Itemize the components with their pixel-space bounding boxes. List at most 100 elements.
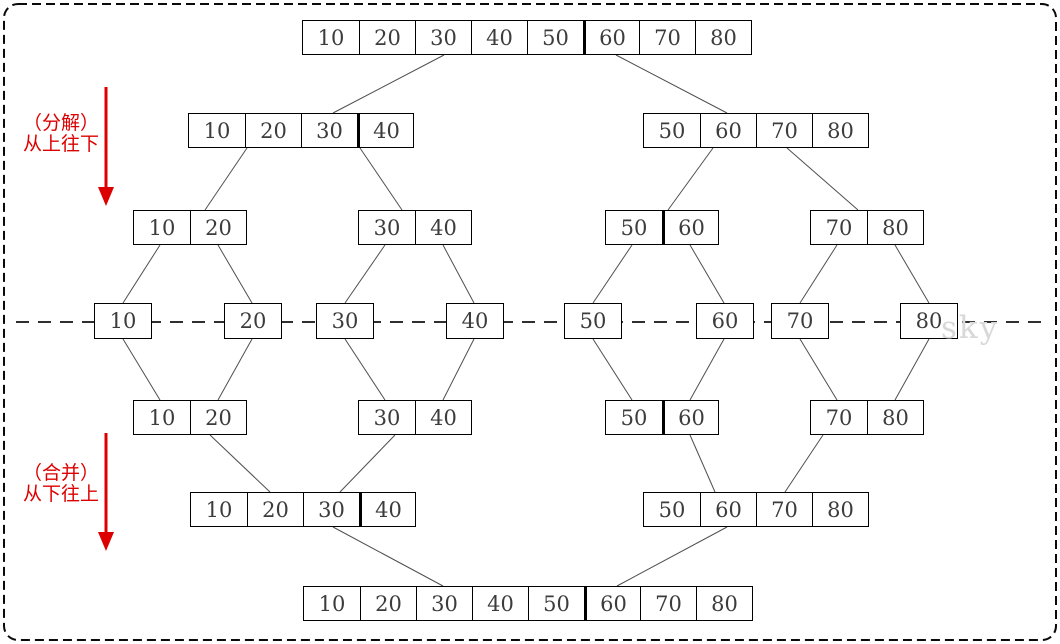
array-pair-30-40-lower: 30 40 bbox=[358, 400, 472, 435]
array-cell-70: 70 bbox=[640, 587, 696, 620]
connector-line bbox=[689, 434, 716, 493]
array-pair-70-80-lower: 70 80 bbox=[810, 400, 924, 435]
array-cell-10: 10 bbox=[148, 215, 176, 240]
divide-direction-arrow bbox=[98, 87, 114, 206]
array-cell-60: 60 bbox=[662, 211, 718, 244]
array-cell-10: 10 bbox=[109, 309, 137, 333]
watermark: sky bbox=[941, 310, 1000, 346]
connector-line bbox=[689, 338, 725, 401]
array-cell-80: 80 bbox=[867, 211, 923, 244]
array-cell-10: 10 bbox=[205, 497, 233, 522]
array-cell-40: 40 bbox=[415, 401, 471, 434]
array-pair-50-60-lower: 50 60 bbox=[605, 400, 719, 435]
connector-line bbox=[442, 338, 475, 401]
connector-line bbox=[339, 434, 396, 493]
connector-line bbox=[894, 338, 930, 401]
connector-line bbox=[209, 434, 271, 493]
array-pair-10-20-lower: 10 20 bbox=[133, 400, 247, 435]
array-cell-20: 20 bbox=[239, 309, 267, 333]
array-cell-20: 20 bbox=[190, 401, 246, 434]
array-cell-10: 10 bbox=[318, 591, 346, 616]
array-cell-80: 80 bbox=[867, 401, 923, 434]
element-80: 80 bbox=[900, 303, 958, 339]
array-cell-70: 70 bbox=[639, 21, 695, 54]
array-cell-40: 40 bbox=[415, 211, 471, 244]
array-cell-50: 50 bbox=[620, 405, 648, 430]
array-cell-40: 40 bbox=[359, 493, 415, 526]
array-cell-30: 30 bbox=[303, 493, 359, 526]
array-pair-10-20-upper: 10 20 bbox=[133, 210, 247, 245]
array-cell-60: 60 bbox=[583, 21, 639, 54]
connector-line bbox=[344, 338, 386, 401]
array-cell-50: 50 bbox=[579, 309, 607, 333]
array-cell-20: 20 bbox=[360, 587, 416, 620]
divide-annotation-line1: （分解） bbox=[22, 112, 99, 134]
array-cell-20: 20 bbox=[247, 493, 303, 526]
array-cell-70: 70 bbox=[786, 309, 814, 333]
array-pair-50-60-upper: 50 60 bbox=[605, 210, 719, 245]
array-cell-60: 60 bbox=[662, 401, 718, 434]
array-cell-80: 80 bbox=[695, 21, 751, 54]
array-cell-10: 10 bbox=[317, 25, 345, 50]
array-cell-30: 30 bbox=[331, 309, 359, 333]
connector-line bbox=[689, 244, 725, 304]
array-cell-80: 80 bbox=[812, 114, 868, 147]
element-20: 20 bbox=[224, 303, 282, 339]
array-cell-50: 50 bbox=[528, 587, 584, 620]
connector-line bbox=[799, 244, 838, 304]
array-cell-10: 10 bbox=[148, 405, 176, 430]
array-cell-70: 70 bbox=[756, 493, 812, 526]
connector-line bbox=[592, 244, 633, 304]
array-cell-80: 80 bbox=[812, 493, 868, 526]
array-cell-60: 60 bbox=[711, 309, 739, 333]
dashed-border bbox=[3, 3, 1057, 641]
divide-annotation-line2: 从上往下 bbox=[22, 133, 99, 155]
array-cell-40: 40 bbox=[471, 21, 527, 54]
array-cell-30: 30 bbox=[301, 114, 357, 147]
connector-line bbox=[894, 244, 930, 304]
element-40: 40 bbox=[446, 303, 504, 339]
array-cell-70: 70 bbox=[756, 114, 812, 147]
array-cell-30: 30 bbox=[415, 21, 471, 54]
array-cell-20: 20 bbox=[359, 21, 415, 54]
array-cell-70: 70 bbox=[825, 405, 853, 430]
connector-line bbox=[204, 147, 248, 211]
array-cell-20: 20 bbox=[190, 211, 246, 244]
element-50: 50 bbox=[564, 303, 622, 339]
connector-line bbox=[442, 244, 475, 304]
connector-line bbox=[332, 526, 444, 587]
array-cell-40: 40 bbox=[461, 309, 489, 333]
array-cell-80: 80 bbox=[915, 309, 943, 333]
element-60: 60 bbox=[696, 303, 754, 339]
connector-line bbox=[786, 147, 859, 211]
arrow-head-down-icon bbox=[98, 532, 114, 551]
connector-line bbox=[667, 147, 714, 211]
connector-line bbox=[799, 338, 838, 401]
array-cell-50: 50 bbox=[658, 497, 686, 522]
array-cell-50: 50 bbox=[620, 215, 648, 240]
array-cell-40: 40 bbox=[472, 587, 528, 620]
array-cell-30: 30 bbox=[416, 587, 472, 620]
divide-annotation: （分解） 从上往下 bbox=[18, 113, 104, 155]
connector-line bbox=[616, 526, 728, 587]
element-10: 10 bbox=[94, 303, 152, 339]
array-cell-20: 20 bbox=[245, 114, 301, 147]
element-70: 70 bbox=[771, 303, 829, 339]
connector-line bbox=[615, 54, 728, 114]
array-cell-50: 50 bbox=[527, 21, 583, 54]
element-30: 30 bbox=[316, 303, 374, 339]
array-cell-40: 40 bbox=[357, 114, 413, 147]
merge-direction-arrow bbox=[98, 433, 114, 551]
array-cell-30: 30 bbox=[373, 405, 401, 430]
connector-line bbox=[332, 54, 445, 114]
